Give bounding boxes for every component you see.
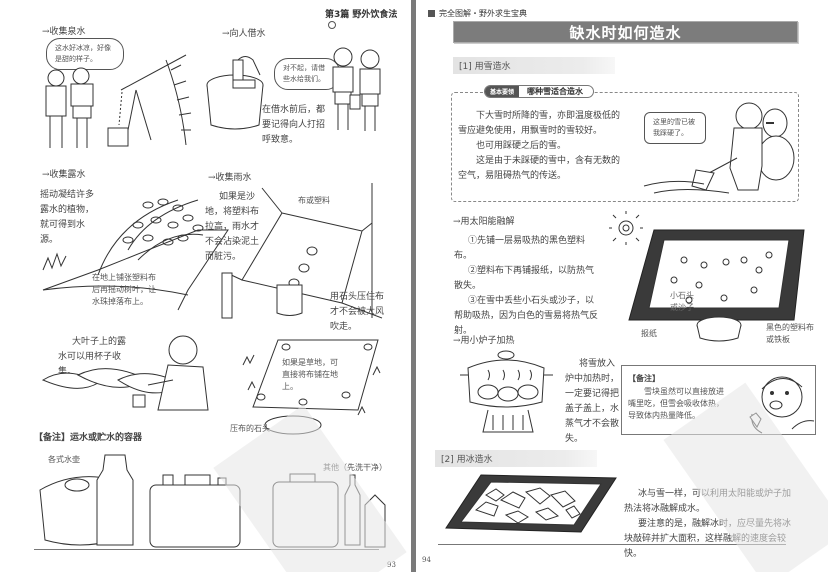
basic-tips-tag: 基本要领 哪种雪适合造水 — [484, 85, 595, 98]
chapter-header-text: 第3篇 野外饮食法 — [325, 10, 398, 20]
borrow-water-label: →向人借水 — [222, 29, 266, 39]
snow-tips-text: 下大雪时所降的雪，亦即温度极低的雪应避免使用，用飘雪时的雪较好。 也可用踩硬之后… — [458, 109, 626, 184]
page-rule — [34, 549, 379, 550]
containers-heading: 【备注】运水或贮水的容器 — [34, 433, 143, 443]
snow-paragraph-1: 下大雪时所降的雪，亦即温度极低的雪应避免使用，用飘雪时的雪较好。 — [458, 111, 621, 136]
page-93: 第3篇 野外饮食法 →收集泉水 这水好冰凉，好像是甜的样子。 →向人借水 — [0, 0, 411, 572]
square-bullet-icon — [428, 10, 435, 17]
stone-label: 压布的石头 — [230, 424, 270, 433]
spring-water-illustration — [45, 54, 192, 148]
rain-water-label: →收集雨水 — [208, 173, 252, 183]
stone-note: 用石头压住布才不会被大风吹走。 — [330, 292, 385, 332]
ice-melting-illustration — [445, 474, 617, 533]
solar-melting-illustration — [609, 211, 805, 342]
sun-icon — [609, 211, 643, 245]
stones-label: 小石头或沙子 — [670, 291, 694, 312]
page-rule — [438, 544, 786, 545]
two-children-illustration — [332, 47, 381, 131]
snow-speech-bubble: 这里的雪已被我踩硬了。 — [644, 112, 706, 144]
stove-label: →用小炉子加热 — [453, 336, 515, 346]
dew-diagram-note: 在地上铺张塑料布后再摇动树叶，让水珠掉落布上。 — [92, 273, 156, 306]
dew-text: 摇动凝结许多露水的植物，就可得到水源。 — [40, 190, 95, 245]
page-number-93: 93 — [387, 561, 396, 569]
tarp-label: 布或塑料 — [298, 196, 330, 205]
chapter-header: 第3篇 野外饮食法 — [325, 7, 411, 30]
newspaper-label: 报纸 — [641, 329, 657, 338]
child-shoveling-snow-illustration — [643, 102, 795, 194]
black-plastic-label: 黑色的塑料布或铁板 — [766, 323, 814, 344]
tag-dark-label: 基本要领 — [485, 86, 520, 97]
page-title: 缺水时如何造水 — [453, 21, 798, 43]
snow-paragraph-2: 也可用踩硬之后的雪。 — [476, 141, 567, 151]
rain-text: 如果是沙地，将塑料布拉高，雨水才不会沾染泥土而脏污。 — [205, 192, 260, 262]
leaf-cup-illustration — [41, 335, 209, 411]
solar-step-1: ①先铺一层易吸热的黑色塑料布。 — [454, 236, 586, 261]
solar-label: →用太阳能融解 — [453, 217, 515, 227]
solar-step-2: ②塑料布下再铺报纸，以防热气散失。 — [454, 266, 595, 291]
book-header-text: 完全图解・野外求生宝典 — [439, 9, 527, 18]
stove-pot-illustration — [460, 350, 553, 433]
note-text: 雪块虽然可以直接放进嘴里吃，但雪会吸收体热，导致体内热量降低。 — [628, 387, 724, 420]
solar-step-3: ③在雪中丢些小石头或沙子，以帮助吸热，因为白色的雪易将热气反射。 — [454, 296, 599, 336]
spring-water-label: →收集泉水 — [42, 27, 86, 37]
book-gutter — [411, 0, 416, 572]
borrow-caption: 在借水前后，都要记得向人打招呼致意。 — [262, 105, 326, 145]
snow-paragraph-3: 这是由于未踩硬的雪中，含有无数的空气，易阻碍热气的传送。 — [458, 156, 621, 181]
rain-tarp-illustration — [221, 183, 383, 319]
container-label-others: 其他（先洗干净） — [323, 463, 387, 472]
solar-steps: ①先铺一层易吸热的黑色塑料布。 ②塑料布下再铺报纸，以防热气散失。 ③在雪中丢些… — [454, 234, 600, 339]
dew-plants-illustration — [42, 198, 229, 311]
note-box: 【备注】 雪块虽然可以直接放进嘴里吃，但雪会吸收体热，导致体内热量降低。 — [621, 365, 816, 435]
page-number-94: 94 — [422, 556, 431, 564]
section-heading-snow: [1] 用雪造水 — [453, 57, 615, 74]
spring-speech-bubble: 这水好冰凉，好像是甜的样子。 — [46, 38, 124, 70]
section-heading-ice: [2] 用冰造水 — [435, 450, 597, 467]
tag-light-label: 哪种雪适合造水 — [527, 86, 584, 96]
water-pump-illustration — [206, 56, 264, 130]
leaf-text: 大叶子上的露水可以用杯子收集。 — [58, 337, 127, 377]
grass-note: 如果是草地，可直接将布铺在地上。 — [282, 358, 338, 391]
ice-paragraph-2: 要注意的是，融解冰时，应尽量先将冰块敲碎并扩大面积，这样融解的速度会较快。 — [624, 519, 792, 559]
container-label-canteens: 各式水壶 — [48, 455, 80, 464]
stove-text: 将雪放入炉中加热时，一定要记得把盖子盖上，水蒸气才不会散失。 — [565, 359, 620, 444]
note-heading: 【备注】 — [628, 373, 660, 383]
snow-tips-box — [451, 92, 799, 202]
page-94: 完全图解・野外求生宝典 缺水时如何造水 [1] 用雪造水 基本要领 哪种雪适合造… — [416, 0, 828, 572]
book-header: 完全图解・野外求生宝典 — [428, 8, 527, 19]
dew-water-label: →收集露水 — [42, 170, 86, 180]
circle-marker-icon — [328, 20, 336, 29]
